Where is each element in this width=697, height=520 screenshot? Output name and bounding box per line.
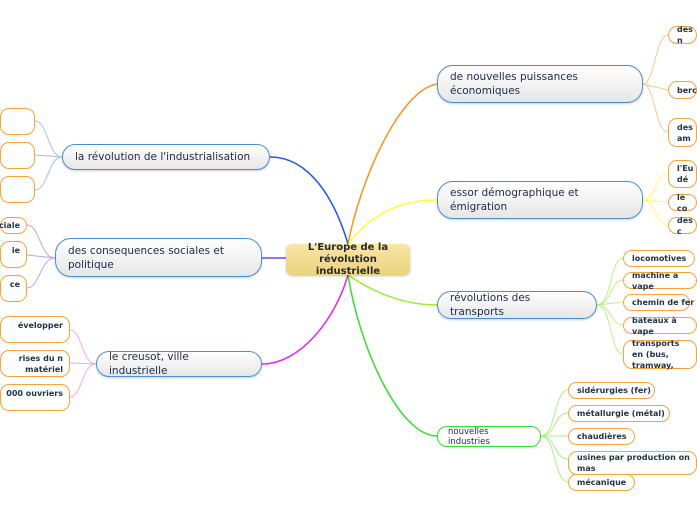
leaf[interactable]: rises du n matériel [0, 350, 70, 377]
leaf[interactable]: le co [668, 193, 697, 213]
leaf[interactable]: métallurgie (métal) [568, 405, 670, 422]
leaf[interactable] [0, 176, 35, 203]
leaf[interactable]: ie [0, 241, 27, 268]
leaf[interactable]: transports en (bus, tramway, [623, 339, 697, 370]
topic-transports[interactable]: révolutions des transports [437, 291, 597, 319]
topic-puissances[interactable]: de nouvelles puissances économiques [437, 65, 643, 103]
leaf[interactable]: sidérurgies (fer) [568, 382, 655, 399]
leaf[interactable]: chemin de fer [623, 294, 694, 311]
leaf[interactable]: machine a vape [623, 271, 697, 291]
leaf[interactable]: mécanique [568, 474, 635, 491]
topic-creusot[interactable]: le creusot, ville industrielle [96, 351, 262, 377]
leaf[interactable]: bateaux à vape [623, 316, 697, 336]
leaf[interactable]: ciale [0, 217, 27, 234]
topic-consequences[interactable]: des consequences sociales et politique [55, 238, 262, 277]
leaf[interactable]: l'Eu dé [668, 160, 697, 188]
leaf[interactable]: usines par production on mas [568, 451, 697, 475]
leaf[interactable] [0, 142, 35, 169]
topic-industrialisation[interactable]: la révolution de l'industrialisation [62, 144, 270, 170]
topic-essor[interactable]: essor démographique et émigration [437, 181, 643, 219]
leaf[interactable]: 000 ouvriers [0, 384, 70, 411]
leaf[interactable]: des n [668, 25, 697, 45]
leaf[interactable]: évelopper [0, 316, 70, 343]
leaf[interactable]: ce [0, 275, 27, 302]
leaf-locomotives[interactable]: locomotives [623, 250, 695, 267]
leaf[interactable]: des c [668, 216, 697, 236]
leaf[interactable]: chaudières [568, 428, 635, 445]
leaf[interactable] [0, 108, 35, 135]
topic-industries[interactable]: nouvelles industries [437, 426, 541, 447]
leaf[interactable]: des am [668, 118, 697, 147]
leaf[interactable]: berc [668, 81, 697, 99]
